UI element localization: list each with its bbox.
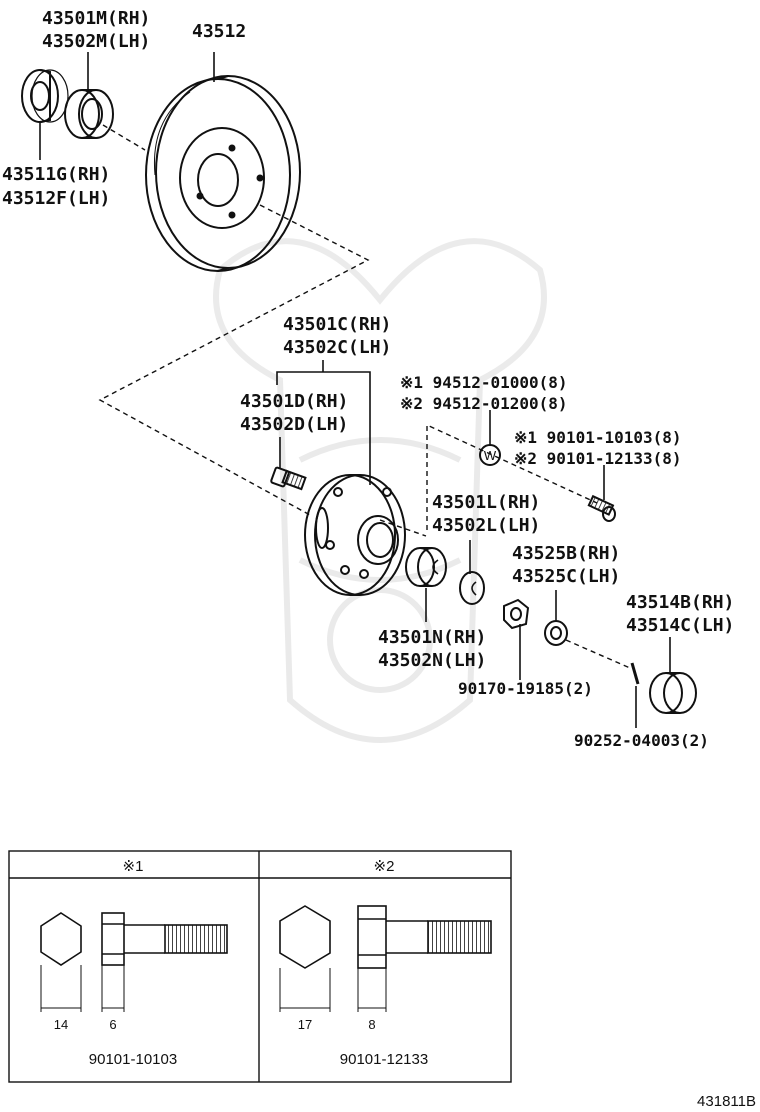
label-90101-10103: ※1 90101-10103(8) xyxy=(514,428,682,447)
oil-seal xyxy=(21,69,69,123)
nut-lock xyxy=(544,620,568,646)
dim-b-2: 8 xyxy=(368,1017,375,1032)
axle-hub xyxy=(304,474,406,596)
label-94512-01000: ※1 94512-01000(8) xyxy=(400,373,568,392)
outer-bearing xyxy=(64,89,114,139)
dim-a-1: 14 xyxy=(54,1017,68,1032)
dim-b-1: 6 xyxy=(109,1017,116,1032)
washer-marker-label: W xyxy=(484,448,497,463)
label-43502C: 43502C(LH) xyxy=(283,337,391,358)
label-90170-19185: 90170-19185(2) xyxy=(458,679,593,698)
label-43514C: 43514C(LH) xyxy=(626,615,734,636)
label-43502M: 43502M(LH) xyxy=(42,31,150,52)
label-43512: 43512 xyxy=(192,21,246,42)
hub-bolt xyxy=(270,466,307,491)
hub-nut xyxy=(503,598,530,630)
grease-cap xyxy=(649,672,697,714)
label-43501C: 43501C(RH) xyxy=(283,314,391,335)
label-43525B: 43525B(RH) xyxy=(512,543,620,564)
bolt-drawing-1 xyxy=(40,912,228,1012)
table-header-1: ※1 xyxy=(123,858,144,875)
label-43514B: 43514B(RH) xyxy=(626,592,734,613)
label-43512F: 43512F(LH) xyxy=(2,188,110,209)
table-part-2: 90101-12133 xyxy=(340,1051,428,1068)
label-43501M: 43501M(RH) xyxy=(42,8,150,29)
label-43501N: 43501N(RH) xyxy=(378,627,486,648)
label-43511G: 43511G(RH) xyxy=(2,164,110,185)
brake-disc xyxy=(145,75,301,272)
leader-lines xyxy=(39,52,671,728)
label-94512-01200: ※2 94512-01200(8) xyxy=(400,394,568,413)
label-43525C: 43525C(LH) xyxy=(512,566,620,587)
cotter-pin xyxy=(630,662,640,685)
label-43502L: 43502L(LH) xyxy=(432,515,540,536)
label-90101-12133: ※2 90101-12133(8) xyxy=(514,449,682,468)
bolt-drawing-2 xyxy=(279,905,492,1012)
inner-bearing xyxy=(405,547,447,587)
caliper-bolt xyxy=(587,494,616,522)
thrust-washer xyxy=(459,571,485,605)
label-43502N: 43502N(LH) xyxy=(378,650,486,671)
label-43502D: 43502D(LH) xyxy=(240,414,348,435)
figure-id: 431811B xyxy=(697,1093,756,1110)
label-90252-04003: 90252-04003(2) xyxy=(574,731,709,750)
assembly-lines xyxy=(98,124,631,669)
exploded-view xyxy=(21,69,697,714)
dim-a-2: 17 xyxy=(298,1017,312,1032)
bolt-spec-table xyxy=(8,850,512,1083)
table-part-1: 90101-10103 xyxy=(89,1051,177,1068)
label-43501D: 43501D(RH) xyxy=(240,391,348,412)
table-header-2: ※2 xyxy=(374,858,395,875)
label-43501L: 43501L(RH) xyxy=(432,492,540,513)
